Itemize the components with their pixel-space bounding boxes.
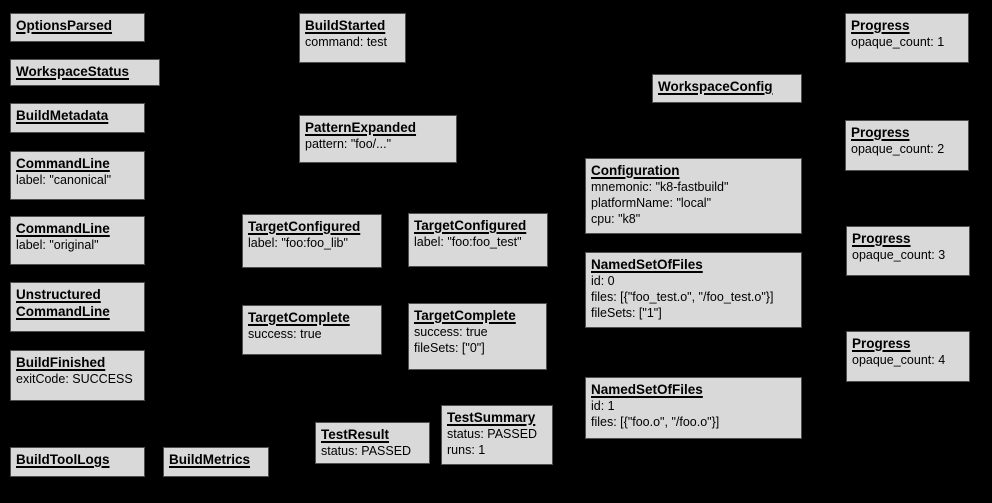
node-title: NamedSetOfFiles — [591, 382, 703, 397]
node-workspace-config: WorkspaceConfig — [652, 74, 802, 103]
node-detail: mnemonic: "k8-fastbuild" — [591, 180, 729, 194]
node-command-line-original: CommandLine label: "original" — [10, 216, 145, 265]
node-progress-3: Progress opaque_count: 3 — [846, 226, 970, 276]
node-named-set-of-files-1: NamedSetOfFiles id: 1 files: [{"foo.o", "/… — [585, 377, 802, 439]
node-title: TargetComplete — [248, 310, 350, 325]
node-title: Progress — [851, 125, 910, 140]
node-detail: opaque_count: 3 — [852, 248, 946, 262]
node-title: WorkspaceConfig — [658, 79, 773, 94]
node-title: Progress — [852, 336, 911, 351]
node-named-set-of-files-0: NamedSetOfFiles id: 0 files: [{"foo_test.o… — [585, 252, 802, 328]
node-detail: files: [{"foo_test.o", "/foo_test.o"}] — [591, 290, 774, 304]
node-detail: opaque_count: 2 — [851, 142, 945, 156]
node-detail: label: "foo:foo_test" — [414, 235, 522, 249]
node-detail: runs: 1 — [447, 443, 486, 457]
node-detail: opaque_count: 1 — [851, 35, 945, 49]
node-progress-2: Progress opaque_count: 2 — [845, 120, 969, 171]
node-title: CommandLine — [16, 156, 110, 171]
node-detail: label: "original" — [16, 238, 99, 252]
node-title: Unstructured — [16, 287, 101, 302]
node-progress-1: Progress opaque_count: 1 — [845, 13, 969, 63]
node-title: Configuration — [591, 163, 680, 178]
node-build-finished: BuildFinished exitCode: SUCCESS — [10, 350, 145, 401]
node-title: WorkspaceStatus — [16, 64, 130, 79]
node-detail: id: 0 — [591, 274, 615, 288]
node-title: Progress — [851, 18, 910, 33]
node-title: OptionsParsed — [16, 18, 113, 33]
node-detail: success: true — [248, 327, 322, 341]
node-detail: label: "canonical" — [16, 173, 112, 187]
node-detail: pattern: "foo/..." — [305, 137, 392, 151]
node-title: BuildMetrics — [169, 452, 251, 467]
node-detail: files: [{"foo.o", "/foo.o"}] — [591, 415, 720, 429]
node-title: CommandLine — [16, 304, 110, 319]
node-target-configured-foo-lib: TargetConfigured label: "foo:foo_lib" — [242, 214, 382, 268]
node-test-result: TestResult status: PASSED — [315, 422, 430, 464]
node-detail: fileSets: ["0"] — [414, 341, 485, 355]
node-detail: label: "foo:foo_lib" — [248, 236, 348, 250]
node-detail: status: PASSED — [321, 444, 412, 458]
node-build-started: BuildStarted command: test — [299, 13, 406, 63]
node-title: CommandLine — [16, 221, 110, 236]
node-workspace-status: WorkspaceStatus — [10, 59, 160, 86]
node-detail: command: test — [305, 35, 387, 49]
node-configuration: Configuration mnemonic: "k8-fastbuild" pla… — [585, 158, 802, 234]
node-build-tool-logs: BuildToolLogs — [10, 447, 145, 477]
node-target-configured-foo-test: TargetConfigured label: "foo:foo_test" — [408, 213, 548, 267]
node-title: TargetConfigured — [248, 219, 361, 234]
node-detail: id: 1 — [591, 399, 615, 413]
node-title: NamedSetOfFiles — [591, 257, 703, 272]
node-test-summary: TestSummary status: PASSED runs: 1 — [441, 405, 553, 465]
node-build-metadata: BuildMetadata — [10, 103, 145, 133]
node-title: BuildToolLogs — [16, 452, 110, 467]
node-build-metrics: BuildMetrics — [163, 447, 269, 477]
node-title: TargetComplete — [414, 308, 516, 323]
node-detail: opaque_count: 4 — [852, 353, 946, 367]
node-title: BuildFinished — [16, 355, 106, 370]
node-command-line-canonical: CommandLine label: "canonical" — [10, 151, 145, 200]
node-title: BuildMetadata — [16, 108, 109, 123]
node-title: BuildStarted — [305, 18, 386, 33]
node-title: TargetConfigured — [414, 218, 527, 233]
node-detail: success: true — [414, 325, 488, 339]
node-detail: cpu: "k8" — [591, 212, 641, 226]
node-target-complete-foo-lib: TargetComplete success: true — [242, 305, 382, 355]
node-target-complete-foo-test: TargetComplete success: true fileSets: ["0… — [408, 303, 547, 370]
node-detail: fileSets: ["1"] — [591, 306, 662, 320]
node-title: TestSummary — [447, 410, 536, 425]
node-pattern-expanded: PatternExpanded pattern: "foo/..." — [299, 115, 457, 163]
node-progress-4: Progress opaque_count: 4 — [846, 331, 970, 382]
node-title: Progress — [852, 231, 911, 246]
node-title: TestResult — [321, 427, 390, 442]
node-options-parsed: OptionsParsed — [10, 13, 145, 42]
node-detail: exitCode: SUCCESS — [16, 372, 133, 386]
node-detail: platformName: "local" — [591, 196, 712, 210]
node-detail: status: PASSED — [447, 427, 538, 441]
node-title: PatternExpanded — [305, 120, 417, 135]
